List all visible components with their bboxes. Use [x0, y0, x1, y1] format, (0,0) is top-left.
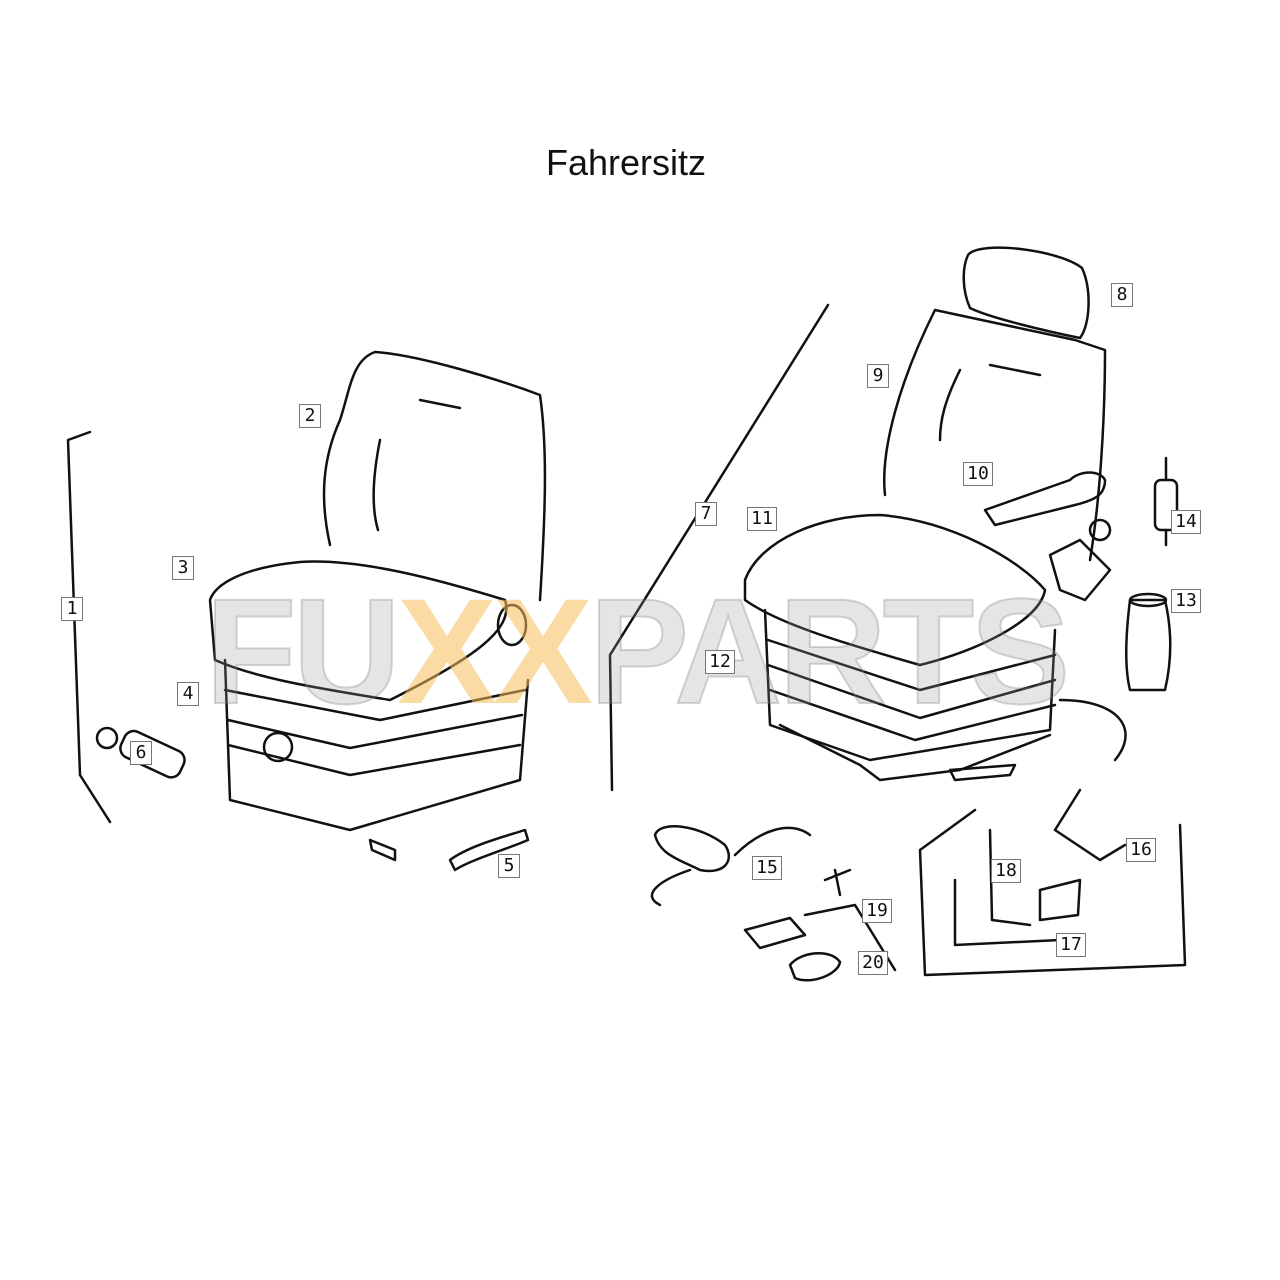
callout-17[interactable]: 17 — [1056, 933, 1086, 957]
callout-10[interactable]: 10 — [963, 462, 993, 486]
callout-11[interactable]: 11 — [747, 507, 777, 531]
callout-8[interactable]: 8 — [1111, 283, 1133, 307]
part-cover-20 — [788, 952, 842, 982]
callout-16[interactable]: 16 — [1126, 838, 1156, 862]
part-valve-19 — [743, 916, 807, 950]
callout-15[interactable]: 15 — [752, 856, 782, 880]
diagram-title: Fahrersitz — [545, 142, 707, 183]
callout-7[interactable]: 7 — [695, 502, 717, 526]
callout-12[interactable]: 12 — [705, 650, 735, 674]
part-air-spring-13 — [1125, 598, 1172, 692]
left-cushion — [208, 560, 508, 702]
left-bellows — [223, 658, 530, 832]
callout-20[interactable]: 20 — [858, 951, 888, 975]
group-bracket-left — [66, 430, 112, 824]
group-bracket-right — [918, 808, 1187, 977]
part-damper-6 — [119, 729, 186, 779]
right-bellows — [763, 608, 1057, 762]
watermark-logo: FUXXPARTS — [204, 566, 1071, 736]
armrest — [983, 471, 1107, 527]
callout-9[interactable]: 9 — [867, 364, 889, 388]
callout-4[interactable]: 4 — [177, 682, 199, 706]
callout-14[interactable]: 14 — [1171, 510, 1201, 534]
callout-1[interactable]: 1 — [61, 597, 83, 621]
callout-13[interactable]: 13 — [1171, 589, 1201, 613]
callout-3[interactable]: 3 — [172, 556, 194, 580]
callout-5[interactable]: 5 — [498, 854, 520, 878]
left-backrest — [322, 350, 547, 602]
left-knob — [262, 731, 294, 763]
callout-19[interactable]: 19 — [862, 899, 892, 923]
group-divider-7 — [608, 303, 830, 792]
callout-18[interactable]: 18 — [991, 859, 1021, 883]
part-handle-5 — [448, 828, 530, 872]
part-compressor-15 — [653, 825, 731, 873]
callout-2[interactable]: 2 — [299, 404, 321, 428]
callout-6[interactable]: 6 — [130, 741, 152, 765]
right-cushion — [743, 513, 1047, 667]
headrest — [962, 246, 1090, 340]
